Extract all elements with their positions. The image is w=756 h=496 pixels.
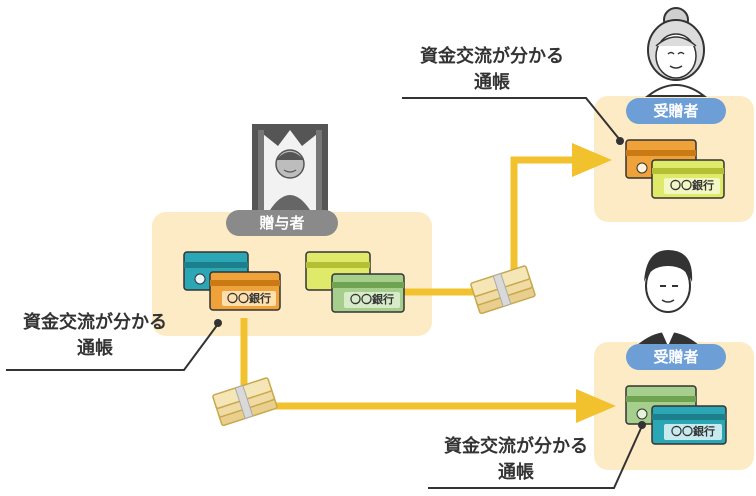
bank-label: 〇〇銀行 [671, 425, 715, 438]
note-passbook-top: 資金交流が分かる 通帳 [392, 44, 592, 96]
leader-dot [214, 319, 222, 327]
bank-label: 〇〇銀行 [227, 292, 271, 305]
recipient-label-top: 受贈者 [653, 102, 699, 120]
bank-card-lime [651, 159, 725, 199]
bank-card-orange [209, 271, 281, 311]
leader-dot [616, 137, 624, 145]
giver-portrait-icon [252, 124, 328, 212]
note-line2: 通帳 [498, 462, 534, 483]
note-line1: 資金交流が分かる [420, 46, 564, 67]
note-line1: 資金交流が分かる [444, 436, 588, 457]
transfer-arrow-top [400, 156, 576, 296]
note-line1: 資金交流が分かる [23, 312, 167, 333]
transfer-arrow-bottom-head [576, 389, 616, 423]
money-stack-icon [212, 377, 278, 427]
bank-label: 〇〇銀行 [350, 293, 394, 306]
recipient-label-bottom: 受贈者 [653, 348, 699, 366]
bank-card-green [331, 273, 405, 313]
note-passbook-bottom: 資金交流が分かる 通帳 [418, 434, 614, 486]
bank-card-teal [651, 405, 727, 445]
leader-dot [638, 421, 646, 429]
bank-label: 〇〇銀行 [670, 179, 714, 192]
note-passbook-left: 資金交流が分かる 通帳 [0, 310, 190, 362]
transfer-arrow-top-head [572, 143, 612, 177]
giver-label: 贈与者 [259, 214, 305, 232]
giver-badge [226, 210, 338, 236]
recipient-badge-bottom [626, 344, 726, 370]
leader-line-top [402, 97, 621, 141]
note-line2: 通帳 [474, 72, 510, 93]
note-line2: 通帳 [77, 338, 113, 359]
leader-line-bottom [428, 425, 643, 489]
recipient-badge-top [626, 98, 726, 124]
recipient-woman-icon [645, 7, 707, 97]
recipient-man-icon [636, 250, 700, 346]
leader-line-left [6, 323, 219, 371]
money-stack-icon [470, 265, 536, 315]
